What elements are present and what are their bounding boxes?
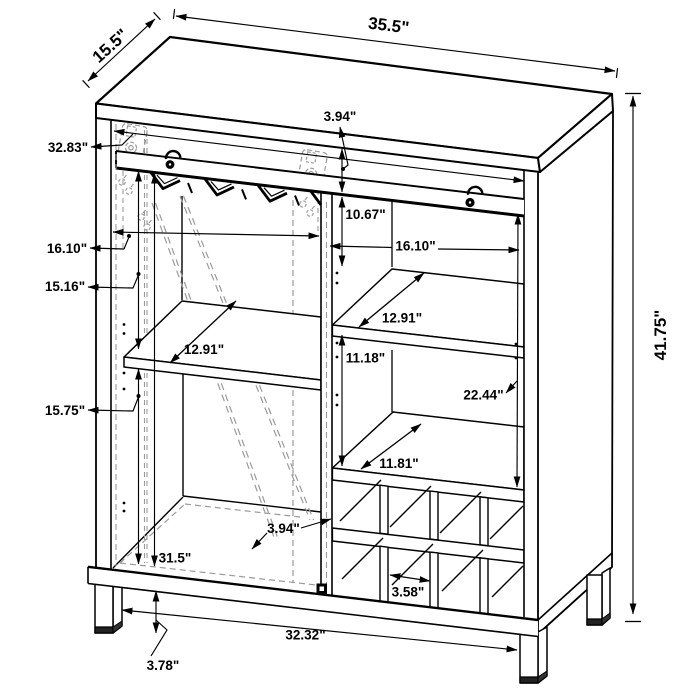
svg-text:3.58": 3.58" (392, 585, 425, 600)
svg-text:35.5": 35.5" (367, 14, 410, 38)
svg-text:16.10": 16.10" (47, 241, 87, 256)
svg-text:3.94": 3.94" (267, 521, 300, 536)
svg-text:32.83": 32.83" (48, 140, 88, 155)
svg-text:41.75": 41.75" (651, 310, 670, 361)
svg-text:22.44": 22.44" (463, 388, 503, 403)
svg-text:3.78": 3.78" (147, 658, 180, 673)
svg-text:15.75": 15.75" (45, 403, 85, 418)
svg-text:10.67": 10.67" (345, 207, 385, 222)
svg-text:32.32": 32.32" (285, 628, 325, 643)
svg-text:12.91": 12.91" (382, 311, 422, 326)
svg-text:11.18": 11.18" (346, 351, 385, 366)
svg-text:31.5": 31.5" (159, 551, 192, 566)
svg-text:11.81": 11.81" (379, 456, 418, 471)
svg-text:15.16": 15.16" (45, 279, 85, 294)
svg-text:12.91": 12.91" (184, 342, 224, 357)
svg-text:3.94": 3.94" (324, 109, 357, 124)
svg-text:16.10": 16.10" (395, 239, 435, 254)
